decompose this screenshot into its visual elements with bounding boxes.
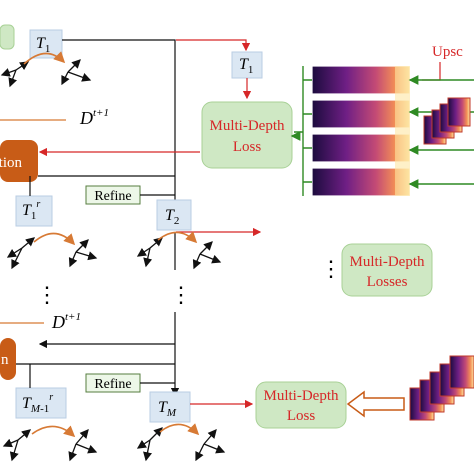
transform-arc-bottom-2 (159, 423, 200, 436)
t1-top-label: T1 (36, 35, 50, 55)
vertical-dots-center: ⋮ (170, 282, 192, 307)
partial-green-box (0, 24, 15, 50)
t1-loss-label: T1 (239, 56, 253, 76)
tm1r-label: TM-1r (22, 392, 53, 415)
multi-depth-loss-top (201, 101, 293, 169)
orange-box-bottom-text: n (1, 352, 9, 368)
hollow-arrow-bottom (346, 390, 405, 418)
coordinate-frame-bottom-1 (2, 429, 31, 462)
red-upscale-connector (422, 62, 441, 81)
mini-depth-stack-bottom (409, 355, 474, 421)
orange-box-top (0, 140, 38, 182)
depth-map-stack-top (311, 65, 411, 197)
mini-depth-stack-top (423, 97, 471, 145)
multi-depth-loss-bottom (255, 381, 347, 429)
tm-box (149, 391, 191, 423)
coordinate-frame-mid-2 (68, 239, 98, 268)
orange-box-bottom (0, 338, 16, 380)
transform-arc-top (23, 51, 66, 65)
t1r-label: T1r (22, 199, 40, 222)
multi-depth-loss-top-line2: Loss (233, 139, 262, 155)
t2-box (156, 199, 192, 231)
depth-map-4 (311, 167, 411, 197)
coordinate-frame-mid-1 (6, 237, 35, 270)
red-path-to-t1-loss (176, 39, 251, 52)
coordinate-frame-top-left-2 (61, 59, 92, 86)
t2-label: T2 (165, 207, 179, 227)
green-bracket-top (294, 66, 304, 196)
depth-map-1 (311, 65, 411, 95)
transform-arc-mid-1 (33, 232, 76, 246)
coordinate-frame-bottom-2 (68, 429, 98, 462)
vertical-dots-right: ⋮ (320, 256, 342, 281)
multi-depth-loss-top-line1: Multi-Depth (210, 118, 285, 134)
transform-arc-bottom-1 (31, 425, 76, 438)
coordinate-frame-bottom-4 (195, 429, 226, 462)
multi-depth-loss-bottom-line2: Loss (287, 408, 316, 424)
refine-label-top: Refine (94, 189, 131, 204)
tm1r-box (15, 387, 67, 419)
main-path-to-t2 (62, 39, 180, 225)
multi-depth-losses-mid (341, 243, 433, 297)
tm-label: TM (158, 399, 177, 419)
multi-depth-loss-bottom-line1: Multi-Depth (264, 388, 339, 404)
multi-depth-losses-line2: Losses (367, 274, 408, 290)
t1r-box (15, 195, 53, 227)
d-top-label: Dt+1 (79, 107, 109, 128)
coordinate-frame-bottom-3 (136, 427, 163, 462)
depth-map-2 (311, 99, 411, 129)
coordinate-frame-top-left-1 (0, 61, 30, 88)
refine-label-bottom: Refine (94, 377, 131, 392)
depth-map-highlight (395, 66, 410, 196)
coordinate-frame-mid-4 (192, 241, 222, 270)
vertical-dots-left: ⋮ (36, 282, 58, 307)
coordinate-frame-mid-3 (136, 237, 163, 268)
d-bottom-label: Dt+1 (51, 311, 81, 332)
multi-depth-losses-line1: Multi-Depth (350, 254, 425, 270)
upscale-label: Upsc (432, 44, 463, 60)
transform-arc-mid-2 (157, 231, 198, 244)
green-ticks-top (303, 79, 312, 183)
orange-box-top-text: ction (0, 155, 22, 171)
depth-map-3 (311, 133, 411, 163)
